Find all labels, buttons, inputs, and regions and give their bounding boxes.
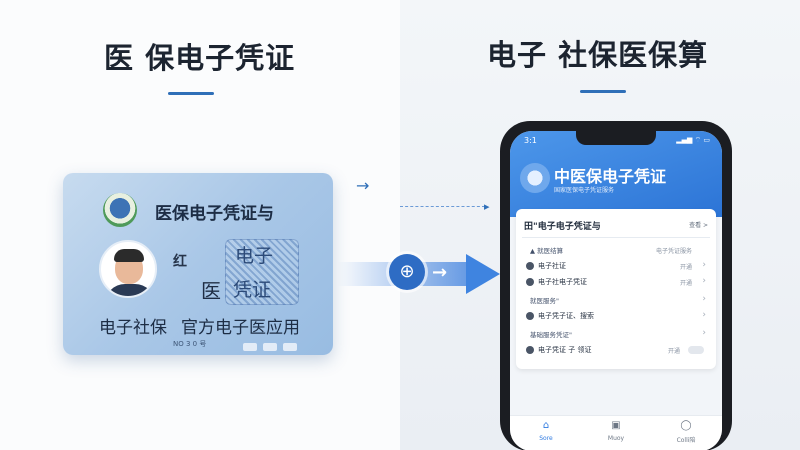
content-card: 田"电子电子凭证与 查看 > ▲ 就医结算 电子凭证服务 电子社证 开通 › 电… [516,209,716,369]
toggle-switch[interactable] [688,346,704,354]
card-title: 医保电子凭证与 [155,204,274,224]
small-arrow-icon: → [356,176,370,195]
app-title: 中医保电子凭证 [554,167,667,186]
insurance-card: 医保电子凭证与 红 医 电子 凭证 电子社保 官方电子医应用 NO 3 0 号 [63,173,333,355]
home-icon: ⌂ [542,420,550,431]
list-item[interactable]: 电子社电子凭证 开通 › [524,275,710,289]
phone-frame: 3:1 ▂▄▆ ⌔ ▭ 中医保电子凭证 国家医保电子凭证服务 田"电子电子凭证与… [500,121,732,450]
user-icon: ◯ [680,420,692,431]
left-heading-underline [168,92,214,95]
content-view-link[interactable]: 查看 > [689,222,708,229]
emblem-icon [103,193,137,227]
list-section: 基础服务凭证" › [530,328,706,339]
notch [576,131,656,145]
avatar [99,240,157,298]
card-mid-text: 红 [173,254,187,270]
list-item[interactable]: 电子社证 开通 › [524,259,710,273]
list-section: 就医服务" › [530,294,706,305]
chevron-right-icon: › [702,294,706,304]
item-icon [526,278,534,286]
tab-bar: ⌂ Sore ▣ Muoy ◯ Colli陪 [510,415,722,450]
chevron-right-icon: › [702,276,706,286]
item-icon [526,262,534,270]
card-bottom-right: 官方电子医应用 [181,318,300,338]
app-logo-icon [520,163,550,193]
transfer-arrow-icon [466,254,500,294]
status-icons: ▂▄▆ ⌔ ▭ [676,136,710,144]
list-item[interactable]: 电子凭证 子 领证 开通 [524,343,710,357]
qr-overlay-text-1: 电子 [235,245,274,267]
qr-code [225,239,299,305]
list-section: ▲ 就医结算 电子凭证服务 [530,247,692,255]
list-item[interactable]: 电子凭子证、搜索 › [524,309,710,323]
qr-overlay-text-2: 凭证 [233,279,272,301]
card-chips [243,336,303,355]
chevron-right-icon: › [702,260,706,270]
tab-profile[interactable]: ◯ Colli陪 [676,420,696,444]
app-header: 3:1 ▂▄▆ ⌔ ▭ 中医保电子凭证 国家医保电子凭证服务 [510,131,722,217]
tab-home[interactable]: ⌂ Sore [539,420,553,442]
card-icon: ▣ [611,420,621,431]
card-serial: NO 3 0 号 [173,340,207,348]
chevron-right-icon: › [702,310,706,320]
phone-screen: 3:1 ▂▄▆ ⌔ ▭ 中医保电子凭证 国家医保电子凭证服务 田"电子电子凭证与… [510,131,722,450]
dotted-arrow-icon: ▸ [484,200,490,213]
dotted-connector [400,206,485,207]
status-time: 3:1 [524,136,537,145]
right-heading-underline [580,90,626,93]
globe-icon[interactable]: ⊕ [389,254,425,290]
tab-middle[interactable]: ▣ Muoy [607,420,625,442]
left-heading: 医 保电子凭证 [104,41,296,75]
item-icon [526,346,534,354]
right-heading: 电子 社保医保算 [487,38,709,72]
item-icon [526,312,534,320]
card-bottom-left: 电子社保 [99,318,167,338]
app-subtitle: 国家医保电子凭证服务 [554,187,615,194]
card-mid-text-2: 医 [201,279,221,303]
chevron-right-icon: › [702,328,706,338]
content-heading: 田"电子电子凭证与 [524,222,601,232]
arrow-right-icon: → [432,262,448,283]
